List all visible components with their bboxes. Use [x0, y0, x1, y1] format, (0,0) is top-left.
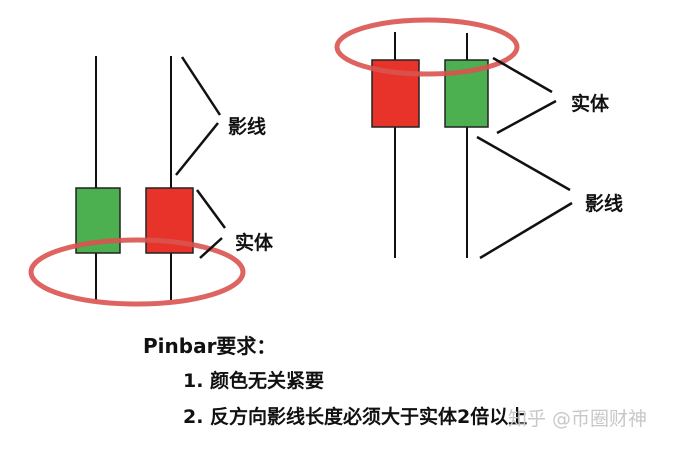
right-shadow-pointer [479, 201, 573, 260]
right-highlight-circle [334, 17, 520, 77]
left-shadow-pointer [175, 122, 219, 176]
right-shadow-pointer [476, 135, 571, 192]
watermark: 知乎 @币圈财神 [508, 408, 648, 430]
left-shadow-pointer [180, 56, 222, 116]
requirements-title: Pinbar要求： [143, 334, 277, 358]
left-shadow-label: 影线 [228, 116, 267, 138]
right-body-pointer [496, 99, 557, 135]
right-body-pointer [492, 56, 553, 94]
left-body-pointer [199, 237, 223, 259]
right-body-label: 实体 [571, 93, 610, 115]
left-highlight-circle [28, 237, 246, 307]
requirement-item: 2. 反方向影线长度必须大于实体2倍以上 [183, 406, 528, 428]
right-shadow-label: 影线 [585, 193, 624, 215]
requirement-item: 1. 颜色无关紧要 [183, 370, 325, 392]
left-body-pointer [195, 189, 227, 229]
left-body-label: 实体 [235, 232, 274, 254]
